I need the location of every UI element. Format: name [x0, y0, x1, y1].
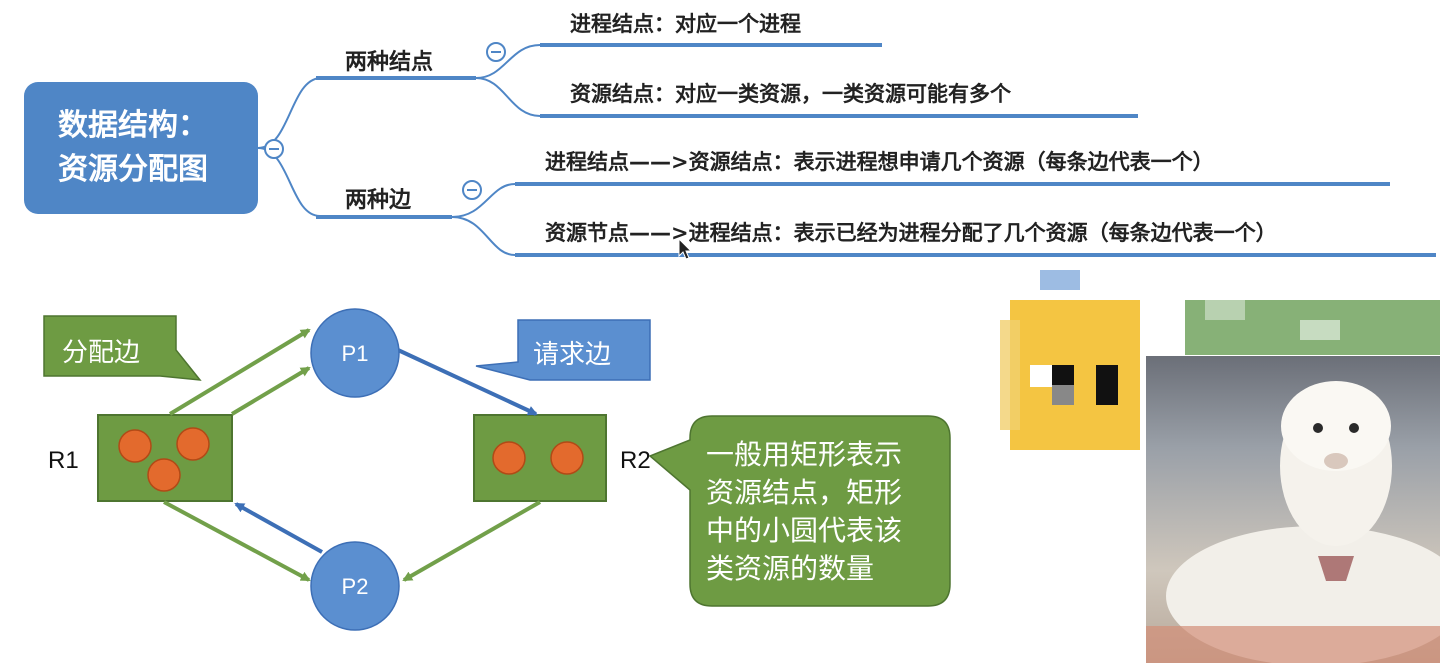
- root-node[interactable]: 数据结构： 资源分配图: [24, 82, 258, 214]
- allocation-edge-r1-p1: [230, 366, 311, 416]
- root-line-2: 资源分配图: [58, 152, 208, 187]
- process-p1[interactable]: [310, 308, 400, 398]
- mouse-cursor-icon: [678, 238, 692, 260]
- leaf-process-node[interactable]: 进程结点：对应一个进程: [570, 12, 801, 36]
- request-edge-label: 请求边: [533, 340, 612, 370]
- alpaca-image: [1146, 381, 1440, 666]
- branch-edge-types[interactable]: 两种边: [345, 188, 412, 213]
- r1-instance: [118, 429, 152, 463]
- collapse-node-types-icon[interactable]: [486, 42, 506, 62]
- diagram-canvas: P1 P2: [43, 308, 951, 631]
- r1-instance: [176, 427, 210, 461]
- root-line-1: 数据结构：: [58, 108, 208, 143]
- request-edge-p1-r2: [397, 348, 538, 416]
- r2-instance: [550, 441, 584, 475]
- branch-node-types[interactable]: 两种结点: [345, 50, 434, 75]
- callout-explanation: [648, 415, 951, 607]
- allocation-edge-r2-p2: [402, 500, 541, 582]
- video-overlay: [1000, 270, 1440, 666]
- process-p1-label: P1: [342, 341, 369, 366]
- r2-instance: [492, 441, 526, 475]
- pixelated-avatar: [1000, 270, 1440, 450]
- request-edge-p2-r1: [234, 502, 323, 554]
- allocation-edge-r1-p1: [168, 328, 311, 416]
- resource-r1-label: R1: [48, 447, 79, 474]
- allocation-edge-r1-p2: [163, 500, 311, 582]
- collapse-edge-types-icon[interactable]: [462, 180, 482, 200]
- r1-instance: [147, 458, 181, 492]
- process-p2-label: P2: [342, 574, 369, 599]
- resource-r2-label: R2: [620, 447, 651, 474]
- process-p2[interactable]: [310, 541, 400, 631]
- collapse-root-icon[interactable]: [264, 139, 284, 159]
- allocation-edge-label: 分配边: [62, 338, 141, 368]
- mindmap-connectors: [257, 43, 1436, 257]
- leaf-request-edge[interactable]: 进程结点——>资源结点：表示进程想申请几个资源（每条边代表一个）: [545, 150, 1214, 174]
- leaf-resource-node[interactable]: 资源结点：对应一类资源，一类资源可能有多个: [570, 82, 1011, 106]
- leaf-allocation-edge[interactable]: 资源节点——>进程结点：表示已经为进程分配了几个资源（每条边代表一个）: [545, 221, 1277, 245]
- webcam-photo: [1146, 356, 1440, 666]
- explanation-text: 一般用矩形表示 资源结点，矩形 中的小圆代表该 类资源的数量: [706, 438, 903, 585]
- callout-allocation-edge: [43, 315, 202, 381]
- callout-request-edge: [475, 319, 651, 381]
